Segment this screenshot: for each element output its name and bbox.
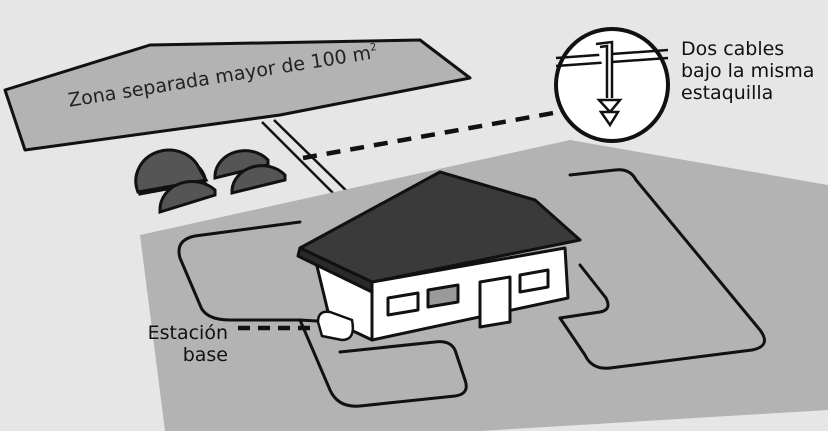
cables-label-line3: estaquilla: [681, 82, 774, 104]
cables-label: Dos cables bajo la misma estaquilla: [681, 38, 814, 104]
cables-label-line2: bajo la misma: [681, 60, 815, 82]
magnifier-detail-icon: [554, 27, 670, 143]
separate-zone: [3, 38, 472, 152]
base-station-label: Estación base: [110, 322, 228, 366]
leader-line-cables: [302, 107, 571, 161]
boundary-wire: [177, 168, 766, 408]
peg-icon: [595, 40, 623, 128]
house-icon: [296, 170, 582, 342]
shrub-icon: [134, 148, 287, 215]
cables-label-line1: Dos cables: [681, 38, 785, 60]
base-station-label-line1: Estación: [147, 322, 228, 344]
charging-station-icon: [316, 310, 355, 342]
base-station-label-line2: base: [182, 344, 228, 366]
